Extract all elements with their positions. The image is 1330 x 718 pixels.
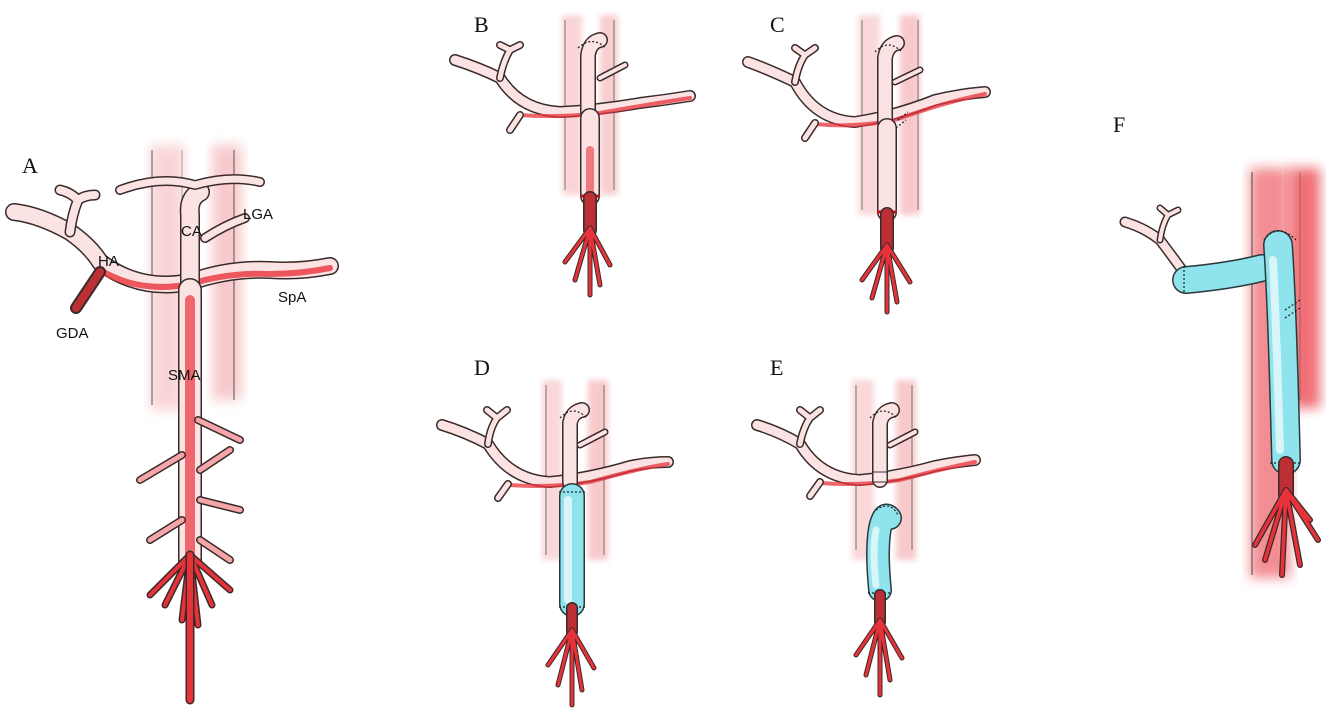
panel-letter-a: A	[22, 153, 38, 179]
panel-f	[1125, 168, 1320, 578]
panel-a: HA CA LGA SpA GDA SMA	[14, 145, 330, 700]
panel-letter-e: E	[770, 355, 783, 381]
panel-f-graft	[1184, 231, 1302, 463]
label-ha: HA	[98, 253, 119, 270]
panel-d	[442, 380, 668, 705]
panel-b	[455, 15, 690, 295]
label-ca: CA	[181, 223, 202, 240]
panel-letter-d: D	[474, 355, 490, 381]
label-lga: LGA	[243, 206, 273, 223]
panel-e-graft	[868, 506, 898, 593]
panel-letter-f: F	[1113, 112, 1125, 138]
label-sma: SMA	[168, 367, 201, 384]
panel-e	[757, 380, 975, 695]
panel-letter-b: B	[474, 12, 489, 38]
label-spa: SpA	[278, 289, 306, 306]
panel-letter-c: C	[770, 12, 785, 38]
panel-d-graft	[559, 492, 585, 607]
panel-c	[748, 15, 985, 312]
label-gda: GDA	[56, 325, 89, 342]
